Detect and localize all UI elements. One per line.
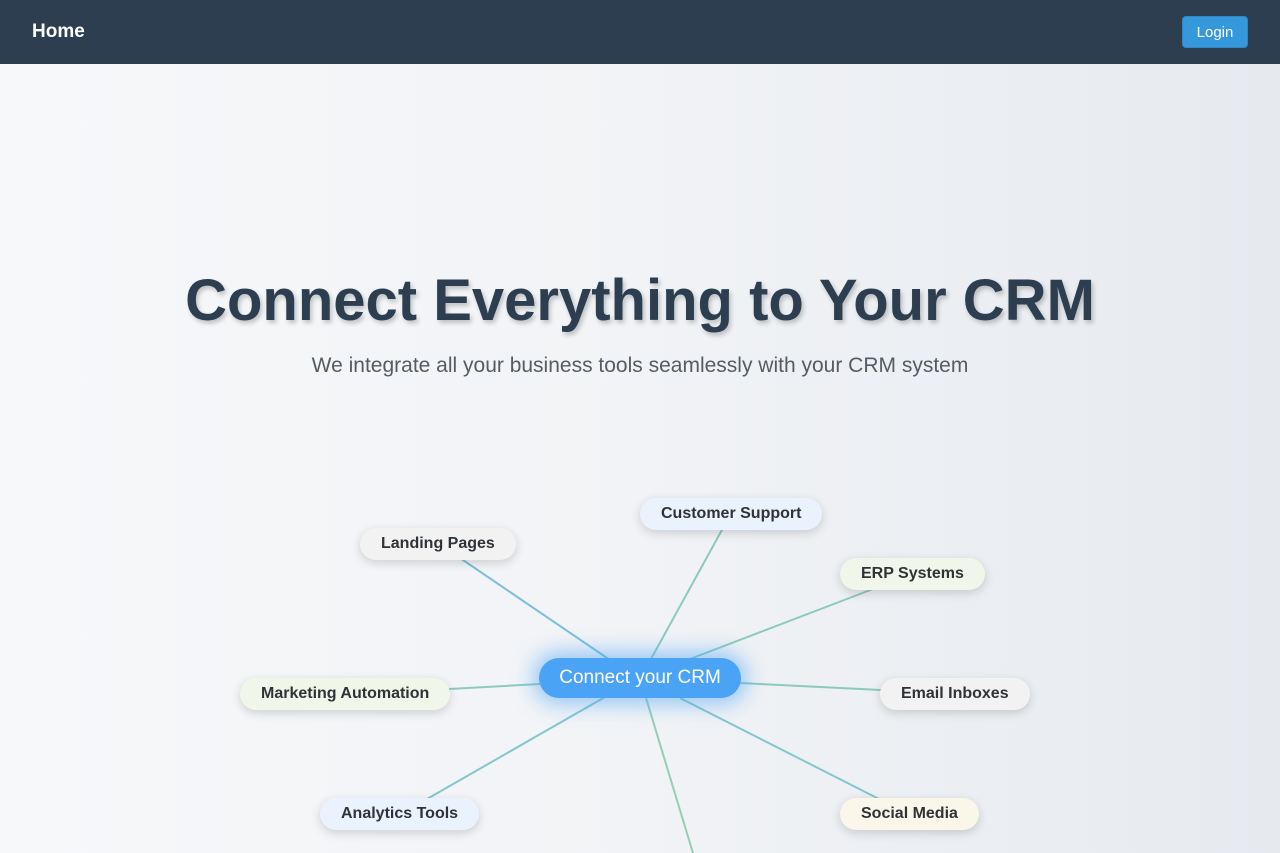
connector-social-media [679, 697, 880, 800]
hero-title: Connect Everything to Your CRM [185, 268, 1095, 333]
nav-home-link[interactable]: Home [32, 21, 85, 42]
top-navbar: Home Login [0, 0, 1280, 64]
connector-landing-pages [459, 557, 611, 661]
tool-node-erp-systems[interactable]: ERP Systems [840, 558, 985, 590]
tool-node-email-inboxes[interactable]: Email Inboxes [880, 678, 1030, 710]
tool-node-landing-pages[interactable]: Landing Pages [360, 528, 516, 560]
tool-node-customer-support[interactable]: Customer Support [640, 498, 823, 530]
tool-node-marketing-automation[interactable]: Marketing Automation [240, 678, 451, 710]
login-button[interactable]: Login [1182, 16, 1248, 48]
connector-bottom-offscreen [645, 697, 694, 853]
connector-erp-systems [689, 588, 874, 660]
connector-email-inboxes [739, 682, 882, 691]
center-crm-node[interactable]: Connect your CRM [539, 658, 741, 698]
tool-node-social-media[interactable]: Social Media [840, 798, 979, 830]
tool-node-analytics-tools[interactable]: Analytics Tools [320, 798, 480, 830]
connector-analytics-tools [426, 696, 606, 800]
connector-marketing-automation [448, 683, 541, 690]
hero-subtitle: We integrate all your business tools sea… [311, 354, 969, 377]
connector-customer-support [650, 527, 724, 660]
